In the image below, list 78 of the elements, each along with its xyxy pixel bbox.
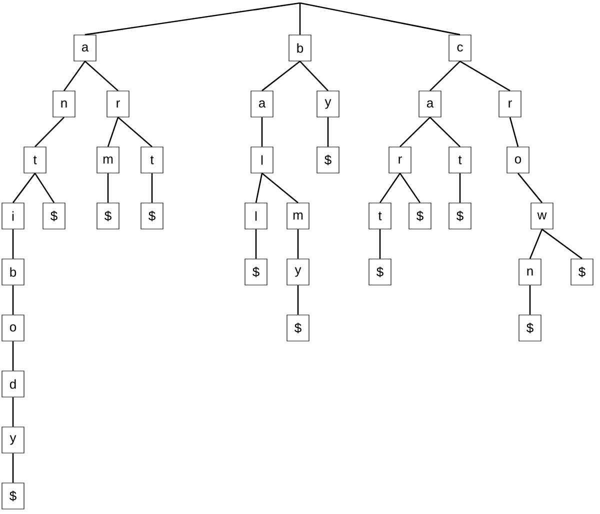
tree-edge — [460, 60, 510, 92]
letter-box: b — [288, 34, 312, 62]
tree-edge — [12, 172, 36, 204]
tree-edge — [379, 229, 381, 259]
letter-box: a — [74, 34, 96, 62]
tree-edge — [297, 285, 299, 315]
letter-box: $ — [570, 258, 594, 286]
letter-box: c — [448, 34, 472, 62]
letter-box: $ — [448, 202, 472, 230]
letter-box: r — [498, 90, 522, 118]
tree-edge — [327, 117, 329, 147]
letter-box: t — [368, 202, 392, 230]
letter-box: $ — [518, 314, 542, 342]
tree-edge — [12, 453, 14, 483]
letter-box: l — [250, 146, 274, 174]
letter-box: n — [52, 90, 76, 118]
tree-edge — [107, 117, 119, 147]
letter-box: y — [316, 90, 340, 118]
tree-edge — [107, 173, 109, 203]
tree-edge — [34, 116, 64, 148]
letter-box: o — [2, 314, 24, 342]
tree-edge — [297, 229, 299, 259]
letter-box: y — [2, 426, 24, 454]
letter-box: a — [418, 90, 442, 118]
tree-edge — [84, 2, 300, 36]
tree-edge — [300, 2, 460, 36]
tree-edge — [379, 172, 401, 204]
letter-box: a — [250, 90, 274, 118]
letter-box: l — [244, 202, 268, 230]
letter-box: $ — [244, 258, 268, 286]
tree-edge — [509, 117, 519, 147]
letter-box: m — [96, 146, 120, 174]
letter-box: b — [2, 258, 24, 286]
tree-edge — [542, 228, 582, 260]
tree-edge — [12, 341, 14, 371]
tree-edge — [12, 397, 14, 427]
letter-box: r — [388, 146, 412, 174]
tree-edge — [84, 60, 118, 92]
letter-box: t — [140, 146, 164, 174]
letter-box: r — [106, 90, 130, 118]
tree-edge — [400, 116, 430, 148]
tree-edge — [255, 229, 257, 259]
tree-edge — [300, 60, 328, 92]
tree-edge — [430, 60, 460, 92]
tree-edge — [12, 285, 14, 315]
letter-box: n — [518, 258, 542, 286]
letter-box: $ — [316, 146, 340, 174]
letter-box: $ — [408, 202, 432, 230]
tree-edge — [63, 60, 86, 92]
letter-box: d — [2, 370, 24, 398]
letter-box: o — [506, 146, 530, 174]
tree-edge — [430, 116, 460, 148]
letter-box: t — [448, 146, 472, 174]
tree-edge — [262, 172, 298, 204]
tree-edge — [399, 172, 421, 204]
letter-box: i — [2, 202, 24, 230]
tree-edge — [118, 116, 152, 148]
tree-edge — [261, 117, 263, 147]
tree-edge — [529, 285, 531, 315]
tree-edge — [459, 173, 461, 203]
tree-edge — [151, 173, 153, 203]
letter-box: t — [24, 146, 46, 174]
letter-box: $ — [140, 202, 164, 230]
tree-edge — [12, 229, 14, 259]
tree-edge — [518, 172, 542, 204]
letter-box: m — [286, 202, 310, 230]
letter-box: $ — [96, 202, 120, 230]
letter-box: w — [530, 202, 554, 230]
letter-box: $ — [368, 258, 392, 286]
tree-edge — [34, 172, 55, 204]
letter-box: $ — [2, 482, 24, 510]
tree-edge — [255, 173, 263, 203]
letter-box: y — [286, 258, 310, 286]
tree-edge — [529, 229, 543, 259]
tree-edge — [262, 60, 300, 92]
tree-edge — [299, 3, 301, 35]
letter-box: $ — [42, 202, 66, 230]
letter-box: $ — [286, 314, 310, 342]
